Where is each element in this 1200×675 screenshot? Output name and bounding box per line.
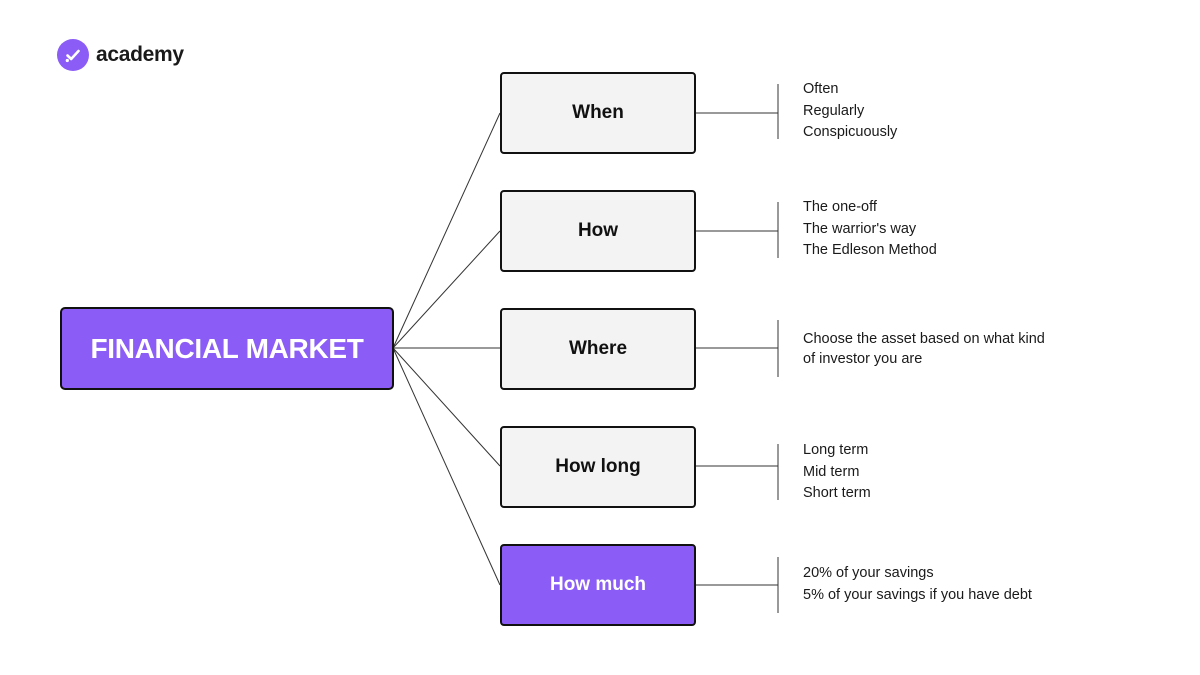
details-how-much: 20% of your savings 5% of your savings i… — [803, 563, 1073, 606]
details-how: The one-off The warrior's way The Edleso… — [803, 197, 1073, 262]
branch-node-where: Where — [500, 308, 696, 390]
check-icon — [57, 39, 89, 71]
connector-root-how-much — [392, 347, 501, 586]
details-where: Choose the asset based on what kind of i… — [803, 329, 1073, 369]
branch-node-when: When — [500, 72, 696, 154]
detail-item: Regularly — [803, 102, 865, 119]
details-how-long: Long term Mid term Short term — [803, 440, 1073, 505]
brand-logo: academy — [57, 39, 184, 71]
branch-node-how: How — [500, 190, 696, 272]
detail-item: The warrior's way — [803, 220, 917, 237]
branch-node-how-long: How long — [500, 426, 696, 508]
detail-item: Mid term — [803, 463, 860, 480]
root-node: FINANCIAL MARKET — [60, 307, 394, 390]
connector-root-when — [392, 112, 501, 349]
branch-node-how-much: How much — [500, 544, 696, 626]
connector-root-how-long — [392, 347, 501, 467]
detail-item: Choose the asset based on what kind of i… — [803, 331, 1045, 367]
detail-item: 5% of your savings if you have debt — [803, 586, 1032, 603]
detail-item: Often — [803, 81, 839, 97]
detail-item: 20% of your savings — [803, 565, 934, 581]
detail-item: The Edleson Method — [803, 242, 937, 258]
detail-item: Long term — [803, 442, 869, 458]
detail-item: Conspicuously — [803, 124, 898, 140]
detail-item: The one-off — [803, 199, 877, 215]
brand-name: academy — [96, 43, 184, 66]
details-when: Often Regularly Conspicuously — [803, 79, 1073, 144]
connector-root-how — [392, 230, 501, 349]
detail-item: Short term — [803, 485, 871, 501]
